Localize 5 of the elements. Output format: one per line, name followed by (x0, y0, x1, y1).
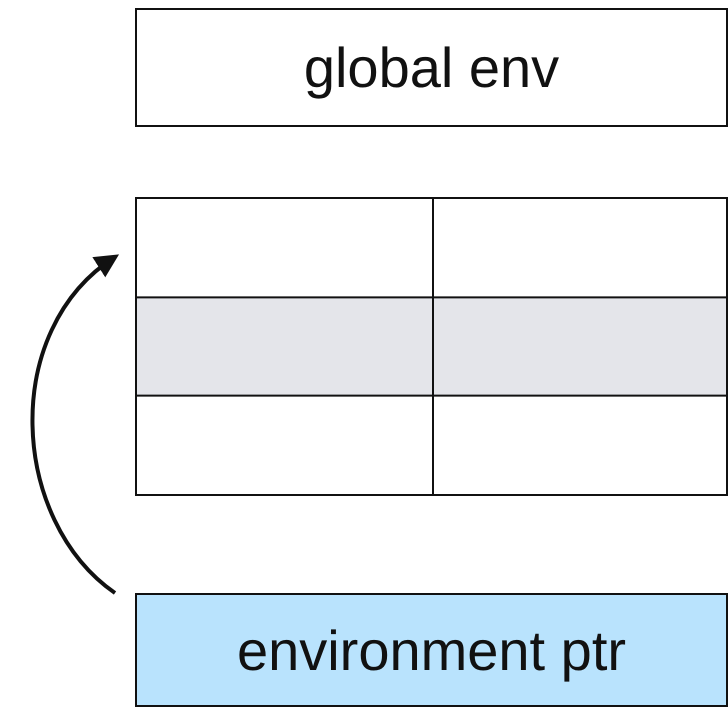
pointer-box (135, 593, 728, 707)
label-box (135, 8, 728, 127)
box-label: environment ptr (236, 618, 626, 682)
box-label: global env (304, 35, 560, 100)
curved-arrow (30, 254, 119, 595)
